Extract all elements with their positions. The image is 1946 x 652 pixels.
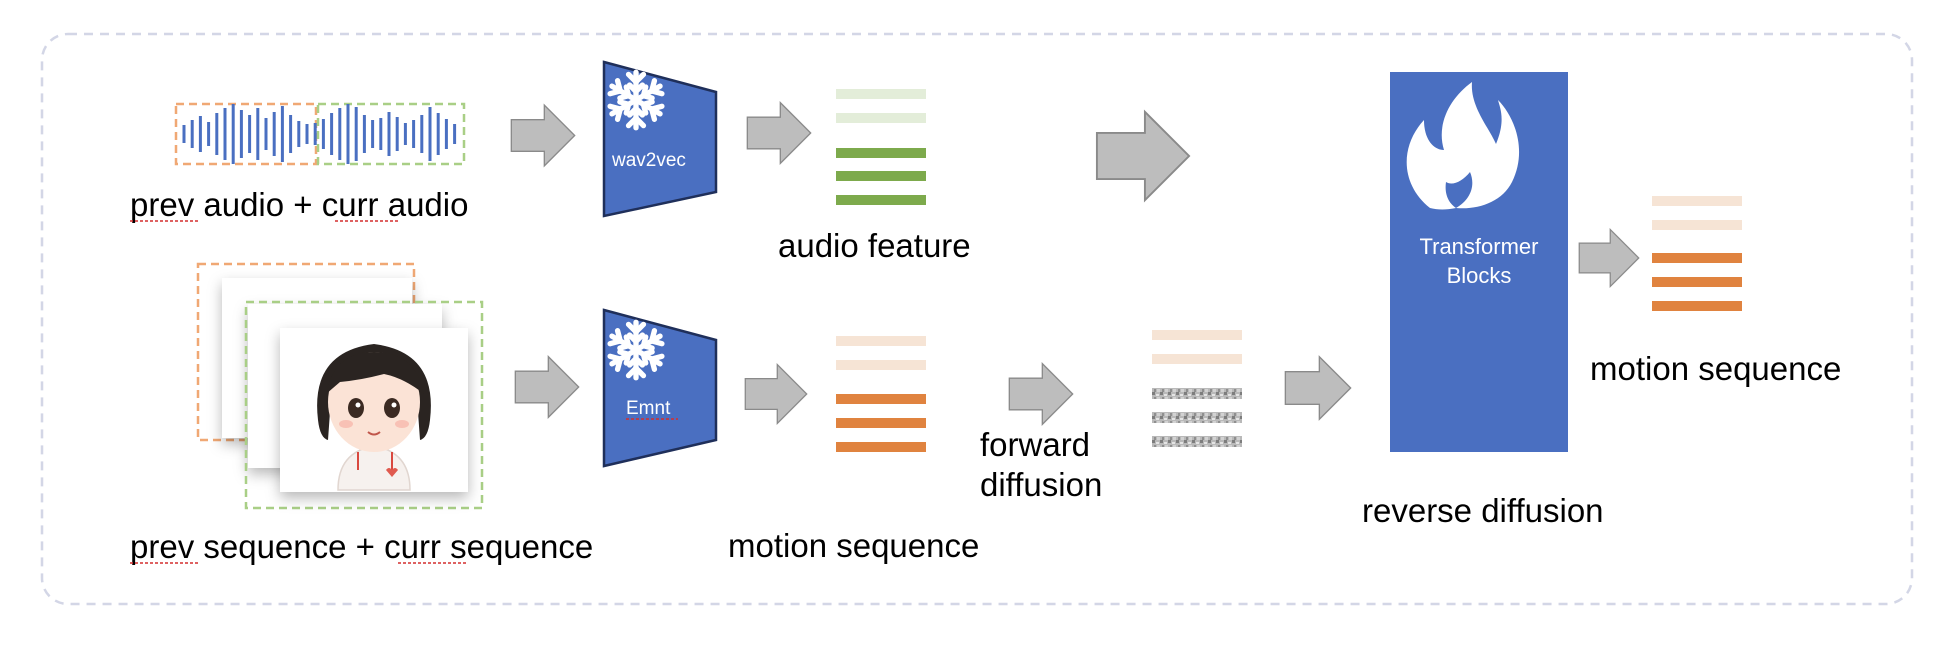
arrow-icon: [1008, 362, 1074, 426]
arrow-icon: [744, 363, 808, 425]
arrow-icon: [510, 104, 576, 167]
audio-feature-label: audio feature: [778, 227, 971, 264]
waveform-bars: [182, 104, 457, 164]
arrow-icon: [514, 355, 580, 419]
forward-label-line1: forward: [980, 426, 1090, 463]
forward-label-line2: diffusion: [980, 466, 1102, 503]
outer-frame: [40, 32, 1914, 606]
prev-audio-box: [174, 102, 318, 166]
girl-portrait: [317, 344, 431, 491]
output-motion-label: motion sequence: [1590, 350, 1841, 387]
transformer-label-line1: Transformer: [1420, 234, 1539, 259]
noised-sequence-bars: [1152, 330, 1242, 447]
output-motion-bars: [1652, 196, 1742, 311]
transformer-label-line2: Blocks: [1447, 263, 1512, 288]
audio-feature-bars: [836, 89, 926, 205]
motion-sequence-label: motion sequence: [728, 527, 979, 564]
audio-waveform: [174, 102, 466, 166]
curr-audio-box: [316, 102, 466, 166]
arrow-icon: [1578, 228, 1640, 288]
sequence-frames: [196, 262, 484, 510]
motion-sequence-bars: [836, 336, 926, 452]
reverse-diffusion-label: reverse diffusion: [1362, 492, 1604, 529]
arrow-icon: [746, 101, 812, 165]
wav2vec-label: wav2vec: [611, 150, 686, 171]
flame-icon: [1406, 82, 1520, 210]
sequence-input-label: prev sequence + curr sequence: [130, 528, 593, 565]
arrow-icon: [1284, 355, 1352, 421]
audio-input-label: prev audio + curr audio: [130, 186, 468, 223]
arrow-icon: [1095, 110, 1191, 202]
motion-encoder-label: Emnt: [626, 398, 671, 419]
curr-sequence-box: [244, 300, 484, 510]
